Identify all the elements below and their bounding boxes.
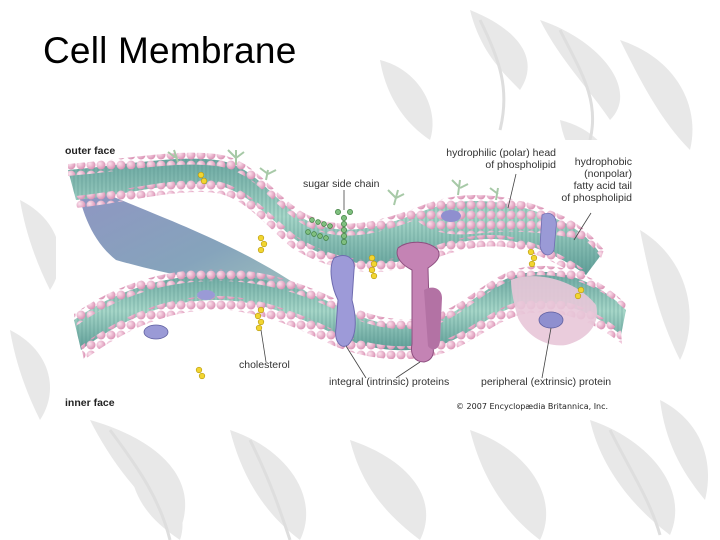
membrane-illustration: outer face inner face sugar side chain h… <box>56 140 640 415</box>
label-inner-face: inner face <box>65 397 115 409</box>
label-outer-face: outer face <box>65 145 116 157</box>
label-hydrophilic-head: hydrophilic (polar) head of phospholipid <box>428 147 556 171</box>
upper-heads-inner <box>76 179 586 280</box>
cholesterol-molecules <box>195 171 585 380</box>
peripheral-protein-4 <box>197 290 215 300</box>
label-hydrophobic-tail-line2: (nonpolar) <box>584 168 632 180</box>
peripheral-protein-3 <box>441 210 461 222</box>
label-integral-proteins: integral (intrinsic) proteins <box>329 376 450 388</box>
membrane-interior <box>76 180 311 295</box>
peripheral-protein-1 <box>538 311 564 329</box>
label-peripheral-protein: peripheral (extrinsic) protein <box>481 376 612 388</box>
label-hydrophobic-tail-line1: hydrophobic <box>574 156 632 168</box>
label-hydrophobic-tail-line3: fatty acid tail <box>573 180 632 192</box>
label-hydrophilic-head-line1: hydrophilic (polar) head <box>446 147 556 159</box>
slide-title: Cell Membrane <box>43 30 297 71</box>
leader-lines <box>260 173 592 379</box>
label-hydrophobic-tail: hydrophobic (nonpolar) fatty acid tail o… <box>534 156 632 204</box>
copyright-notice: © 2007 Encyclopædia Britannica, Inc. <box>456 402 609 411</box>
sugar-side-chains <box>305 209 353 245</box>
integral-protein-3 <box>424 287 442 350</box>
membrane-drawing <box>68 149 628 380</box>
membrane-curled-end <box>511 276 597 346</box>
label-cholesterol: cholesterol <box>239 359 290 371</box>
label-sugar-side-chain: sugar side chain <box>303 178 380 190</box>
integral-protein-1 <box>330 255 356 347</box>
integral-protein-4 <box>539 212 557 256</box>
label-hydrophobic-tail-line4: of phospholipid <box>561 192 632 204</box>
lower-heads-bottom <box>81 296 622 360</box>
label-hydrophilic-head-line2: of phospholipid <box>485 159 556 171</box>
glycolipid-branches <box>167 149 499 206</box>
peripheral-protein-2 <box>143 324 169 340</box>
